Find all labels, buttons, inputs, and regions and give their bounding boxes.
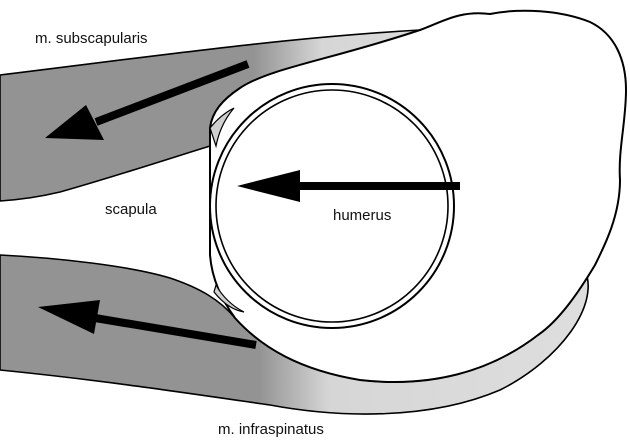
label-scapula: scapula [105,201,157,218]
label-humerus: humerus [333,207,391,224]
humerus-circle-inner [216,90,448,322]
label-subscapularis: m. subscapularis [35,30,148,47]
label-infraspinatus: m. infraspinatus [218,421,324,438]
